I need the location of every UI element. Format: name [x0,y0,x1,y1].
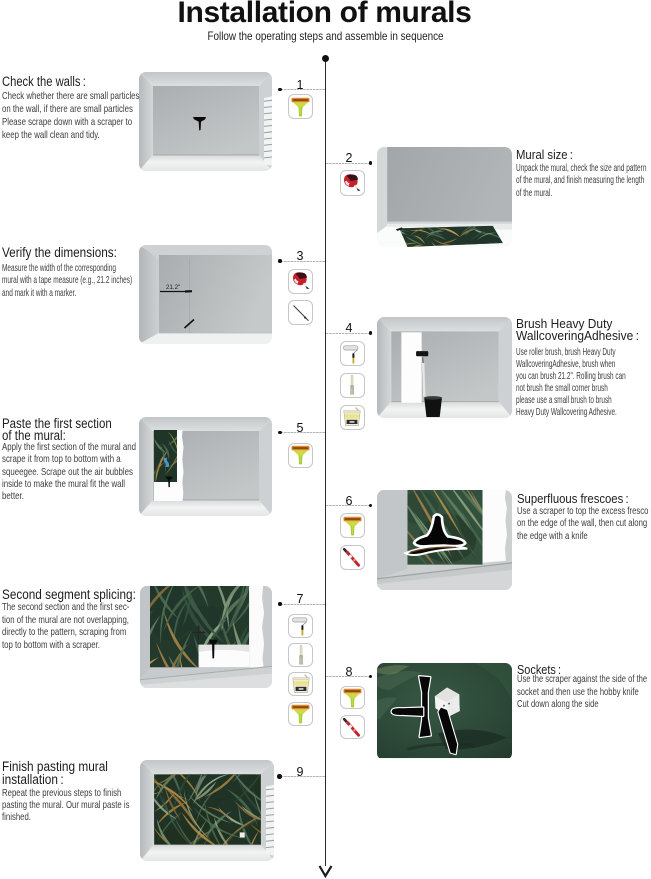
svg-text:21.2″: 21.2″ [166,284,181,291]
